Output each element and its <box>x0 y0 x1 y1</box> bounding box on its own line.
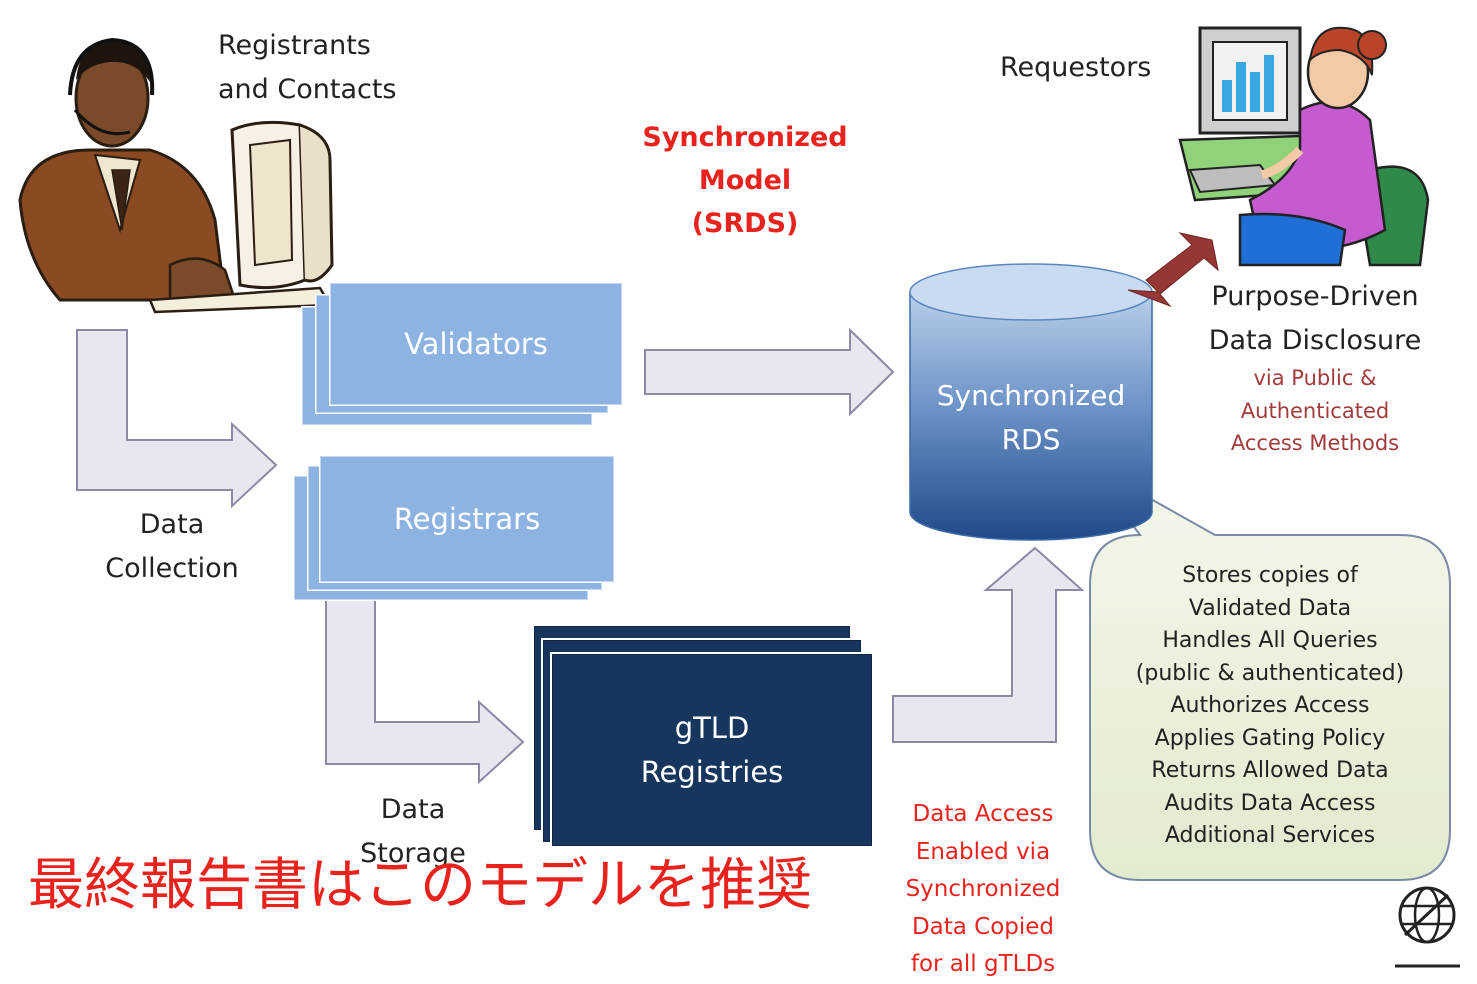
callout-item: Applies Gating Policy <box>1154 725 1386 751</box>
callout-item: Handles All Queries <box>1162 628 1378 653</box>
callout-item: Authorizes Access <box>1170 693 1370 718</box>
callout-bubble-shape <box>1084 461 1451 881</box>
disclosure-label: Purpose-Driven Data Disclosure <box>1208 281 1422 356</box>
registrars-label: Registrars <box>393 502 541 536</box>
callout-highlight-1: Stores copies of <box>1182 563 1358 588</box>
data-storage-label: Data Storage <box>360 794 466 869</box>
database-cylinder <box>909 263 1153 541</box>
callout-item: Returns Allowed Data <box>1151 758 1389 783</box>
registrant-clipart-icon <box>18 37 334 314</box>
callout-item: Audits Data Access <box>1164 790 1376 816</box>
database-label: Synchronized RDS <box>936 379 1126 456</box>
callout-item: Additional Services <box>1164 823 1376 848</box>
disclosure-sublabel: via Public & Authenticated Access Method… <box>1230 366 1400 455</box>
registrants-label: Registrants and Contacts <box>218 30 397 105</box>
requestors-label: Requestors <box>1000 52 1152 83</box>
data-collection-arrow <box>76 329 278 509</box>
gtld-registries-box: gTLD Registries <box>552 654 872 846</box>
callout-item: (public & authenticated) <box>1135 660 1405 686</box>
model-title: Synchronized Model (SRDS) <box>642 122 848 239</box>
globe-logo-icon <box>1395 886 1460 968</box>
registries-label-line1: gTLD <box>674 711 750 745</box>
data-storage-arrow <box>325 599 525 785</box>
data-collection-label: Data Collection <box>105 509 239 584</box>
access-note: Data Access Enabled via Synchronized Dat… <box>905 801 1061 977</box>
registrars-box: Registrars <box>320 456 614 582</box>
callout-text: Stores copies of Validated Data Handles … <box>1095 560 1445 853</box>
validators-box: Validators <box>330 283 622 405</box>
requestor-clipart-icon <box>1178 26 1430 267</box>
validators-label: Validators <box>404 327 548 361</box>
registries-to-rds-arrow <box>892 546 1085 743</box>
double-arrow-icon <box>1127 232 1219 308</box>
japanese-caption: 最終報告書はこのモデルを推奨 <box>28 853 812 918</box>
callout-highlight-2: Validated Data <box>1188 595 1352 621</box>
registries-label-line2: Registries <box>640 755 784 789</box>
validators-to-rds-arrow <box>644 327 895 417</box>
